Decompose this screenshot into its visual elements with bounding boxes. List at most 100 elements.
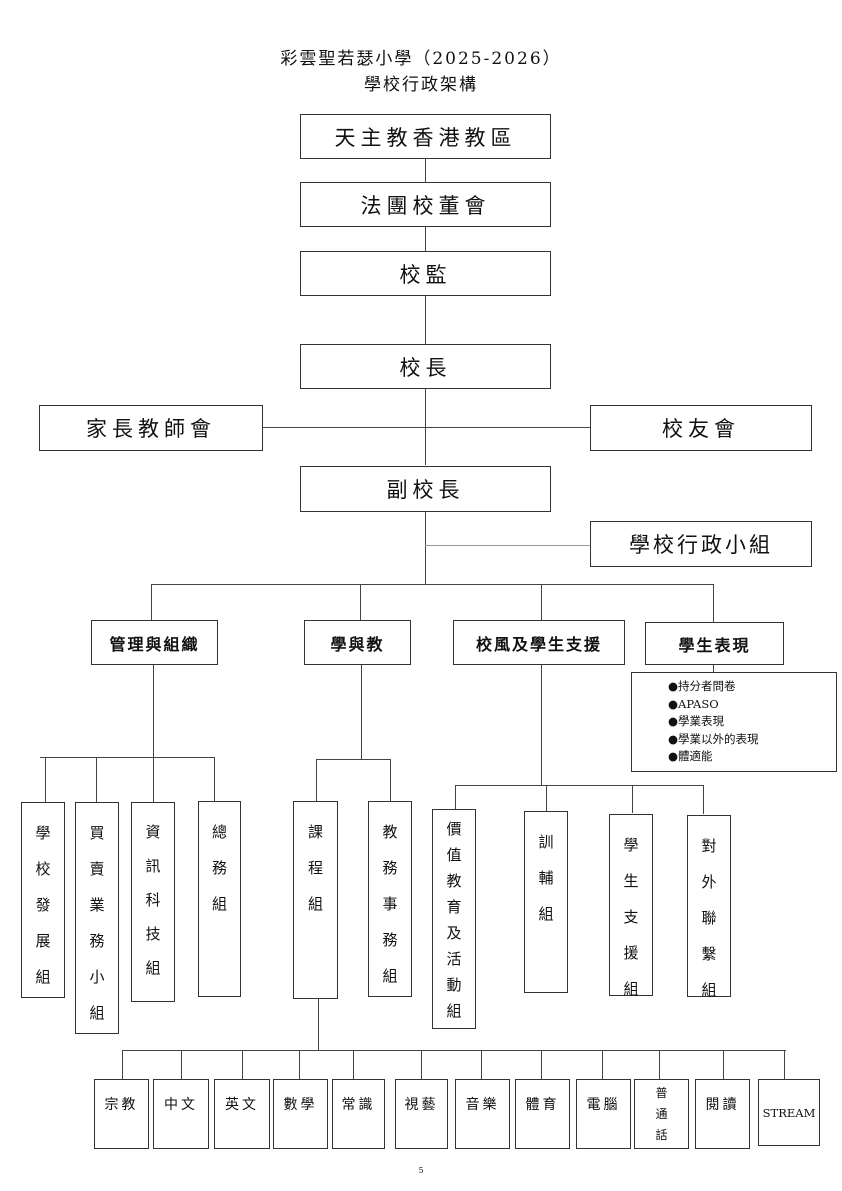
group-box-academic-affairs: 教務事務組 <box>368 801 412 997</box>
connector <box>421 1050 423 1079</box>
connector <box>153 757 155 803</box>
connector <box>541 584 543 620</box>
chart-subtitle: 學校行政架構 <box>364 75 478 95</box>
connector <box>713 664 715 673</box>
connector <box>390 759 392 801</box>
connector <box>151 584 714 586</box>
connector <box>360 584 362 620</box>
subject-box: 體育 <box>515 1079 570 1149</box>
page-number: 5 <box>418 1166 424 1175</box>
connector <box>122 1050 786 1052</box>
group-label: 資訊科技組 <box>145 823 161 977</box>
performance-item: ●持分者問卷 <box>668 679 736 693</box>
domain-student-performance: 學生表現 <box>645 622 784 665</box>
performance-item: ●學業以外的表現 <box>668 731 759 746</box>
domain-label: 管理與組織 <box>109 634 200 654</box>
domain-label: 學與教 <box>330 634 385 654</box>
domain-management: 管理與組織 <box>91 620 218 665</box>
subject-label: 英文 <box>225 1097 259 1113</box>
group-label: 課程組 <box>307 823 323 913</box>
board-label: 法團校董會 <box>360 193 491 218</box>
subject-label: 音樂 <box>465 1097 500 1113</box>
connector <box>541 1050 543 1079</box>
subject-box: 閱讀 <box>695 1079 750 1149</box>
connector <box>45 757 47 803</box>
alumni-label: 校友會 <box>662 417 740 441</box>
subject-box: 常識 <box>332 1079 385 1149</box>
connector <box>546 785 548 811</box>
connector <box>425 158 427 182</box>
subject-label: 電腦 <box>586 1097 621 1113</box>
subject-box: 音樂 <box>455 1079 510 1149</box>
group-label: 學生支援組 <box>623 836 639 998</box>
group-label: 總務組 <box>211 823 227 913</box>
subject-box: 普通話 <box>634 1079 689 1149</box>
connector <box>659 1050 661 1079</box>
board-box: 法團校董會 <box>300 182 551 227</box>
connector <box>122 1050 124 1079</box>
connector <box>242 1050 244 1079</box>
performance-item: ●體適能 <box>668 749 713 763</box>
performance-item: ●學業表現 <box>668 714 725 728</box>
group-label: 對外聯繫組 <box>701 837 717 999</box>
connector <box>713 584 715 622</box>
group-box-school-development: 學校發展組 <box>21 802 65 998</box>
connector <box>784 1050 786 1079</box>
group-label: 學校發展組 <box>35 824 51 986</box>
connector <box>40 757 215 759</box>
subject-label: STREAM <box>762 1105 816 1120</box>
subject-label: 中文 <box>164 1097 198 1113</box>
supervisor-box: 校監 <box>300 251 551 296</box>
performance-indicator-list: ●持分者問卷 ●APASO ●學業表現 ●學業以外的表現 ●體適能 <box>631 672 837 772</box>
diocese-label: 天主教香港教區 <box>334 125 517 150</box>
connector <box>214 757 216 803</box>
connector <box>455 785 457 809</box>
connector <box>425 545 591 547</box>
connector <box>455 785 704 787</box>
group-box-student-support: 學生支援組 <box>609 814 653 998</box>
subject-label: 視藝 <box>404 1097 439 1113</box>
domain-label: 學生表現 <box>678 635 751 655</box>
domain-label: 校風及學生支援 <box>475 634 602 654</box>
admin-team-label: 學校行政小組 <box>629 533 773 557</box>
connector <box>602 1050 604 1079</box>
connector <box>316 759 391 761</box>
connector <box>353 1050 355 1079</box>
subject-label: 閱讀 <box>705 1097 740 1113</box>
connector <box>96 757 98 803</box>
group-label: 教務事務組 <box>382 823 398 985</box>
group-box-external-relations: 對外聯繫組 <box>687 815 731 999</box>
domain-school-ethos: 校風及學生支援 <box>453 620 625 665</box>
group-label: 訓輔組 <box>538 833 554 923</box>
subject-box: 視藝 <box>395 1079 448 1149</box>
performance-item: ●APASO <box>668 696 719 711</box>
diocese-box: 天主教香港教區 <box>300 114 551 159</box>
connector <box>632 785 634 813</box>
connector <box>318 998 320 1050</box>
connector <box>425 226 427 251</box>
connector <box>541 664 543 785</box>
admin-team-box: 學校行政小組 <box>590 521 812 567</box>
supervisor-label: 校監 <box>399 262 452 287</box>
group-box-discipline-guidance: 訓輔組 <box>524 811 568 993</box>
subject-box: 英文 <box>214 1079 270 1149</box>
connector <box>299 1050 301 1079</box>
group-box-curriculum: 課程組 <box>293 801 338 999</box>
group-label: 價值教育及活動組 <box>446 820 462 1020</box>
principal-label: 校長 <box>399 355 452 380</box>
group-box-procurement: 買賣業務小組 <box>75 802 119 1034</box>
connector <box>425 295 427 344</box>
subject-box: 電腦 <box>576 1079 631 1149</box>
principal-box: 校長 <box>300 344 551 389</box>
connector <box>703 785 705 814</box>
connector <box>316 759 318 801</box>
subject-box: STREAM <box>758 1079 820 1146</box>
vice-principal-box: 副校長 <box>300 466 551 512</box>
connector <box>425 511 427 584</box>
group-box-general-affairs: 總務組 <box>198 801 241 997</box>
subject-label: 體育 <box>525 1097 560 1113</box>
connector <box>723 1050 725 1079</box>
connector <box>153 664 155 757</box>
connector <box>181 1050 183 1079</box>
subject-box: 中文 <box>153 1079 209 1149</box>
